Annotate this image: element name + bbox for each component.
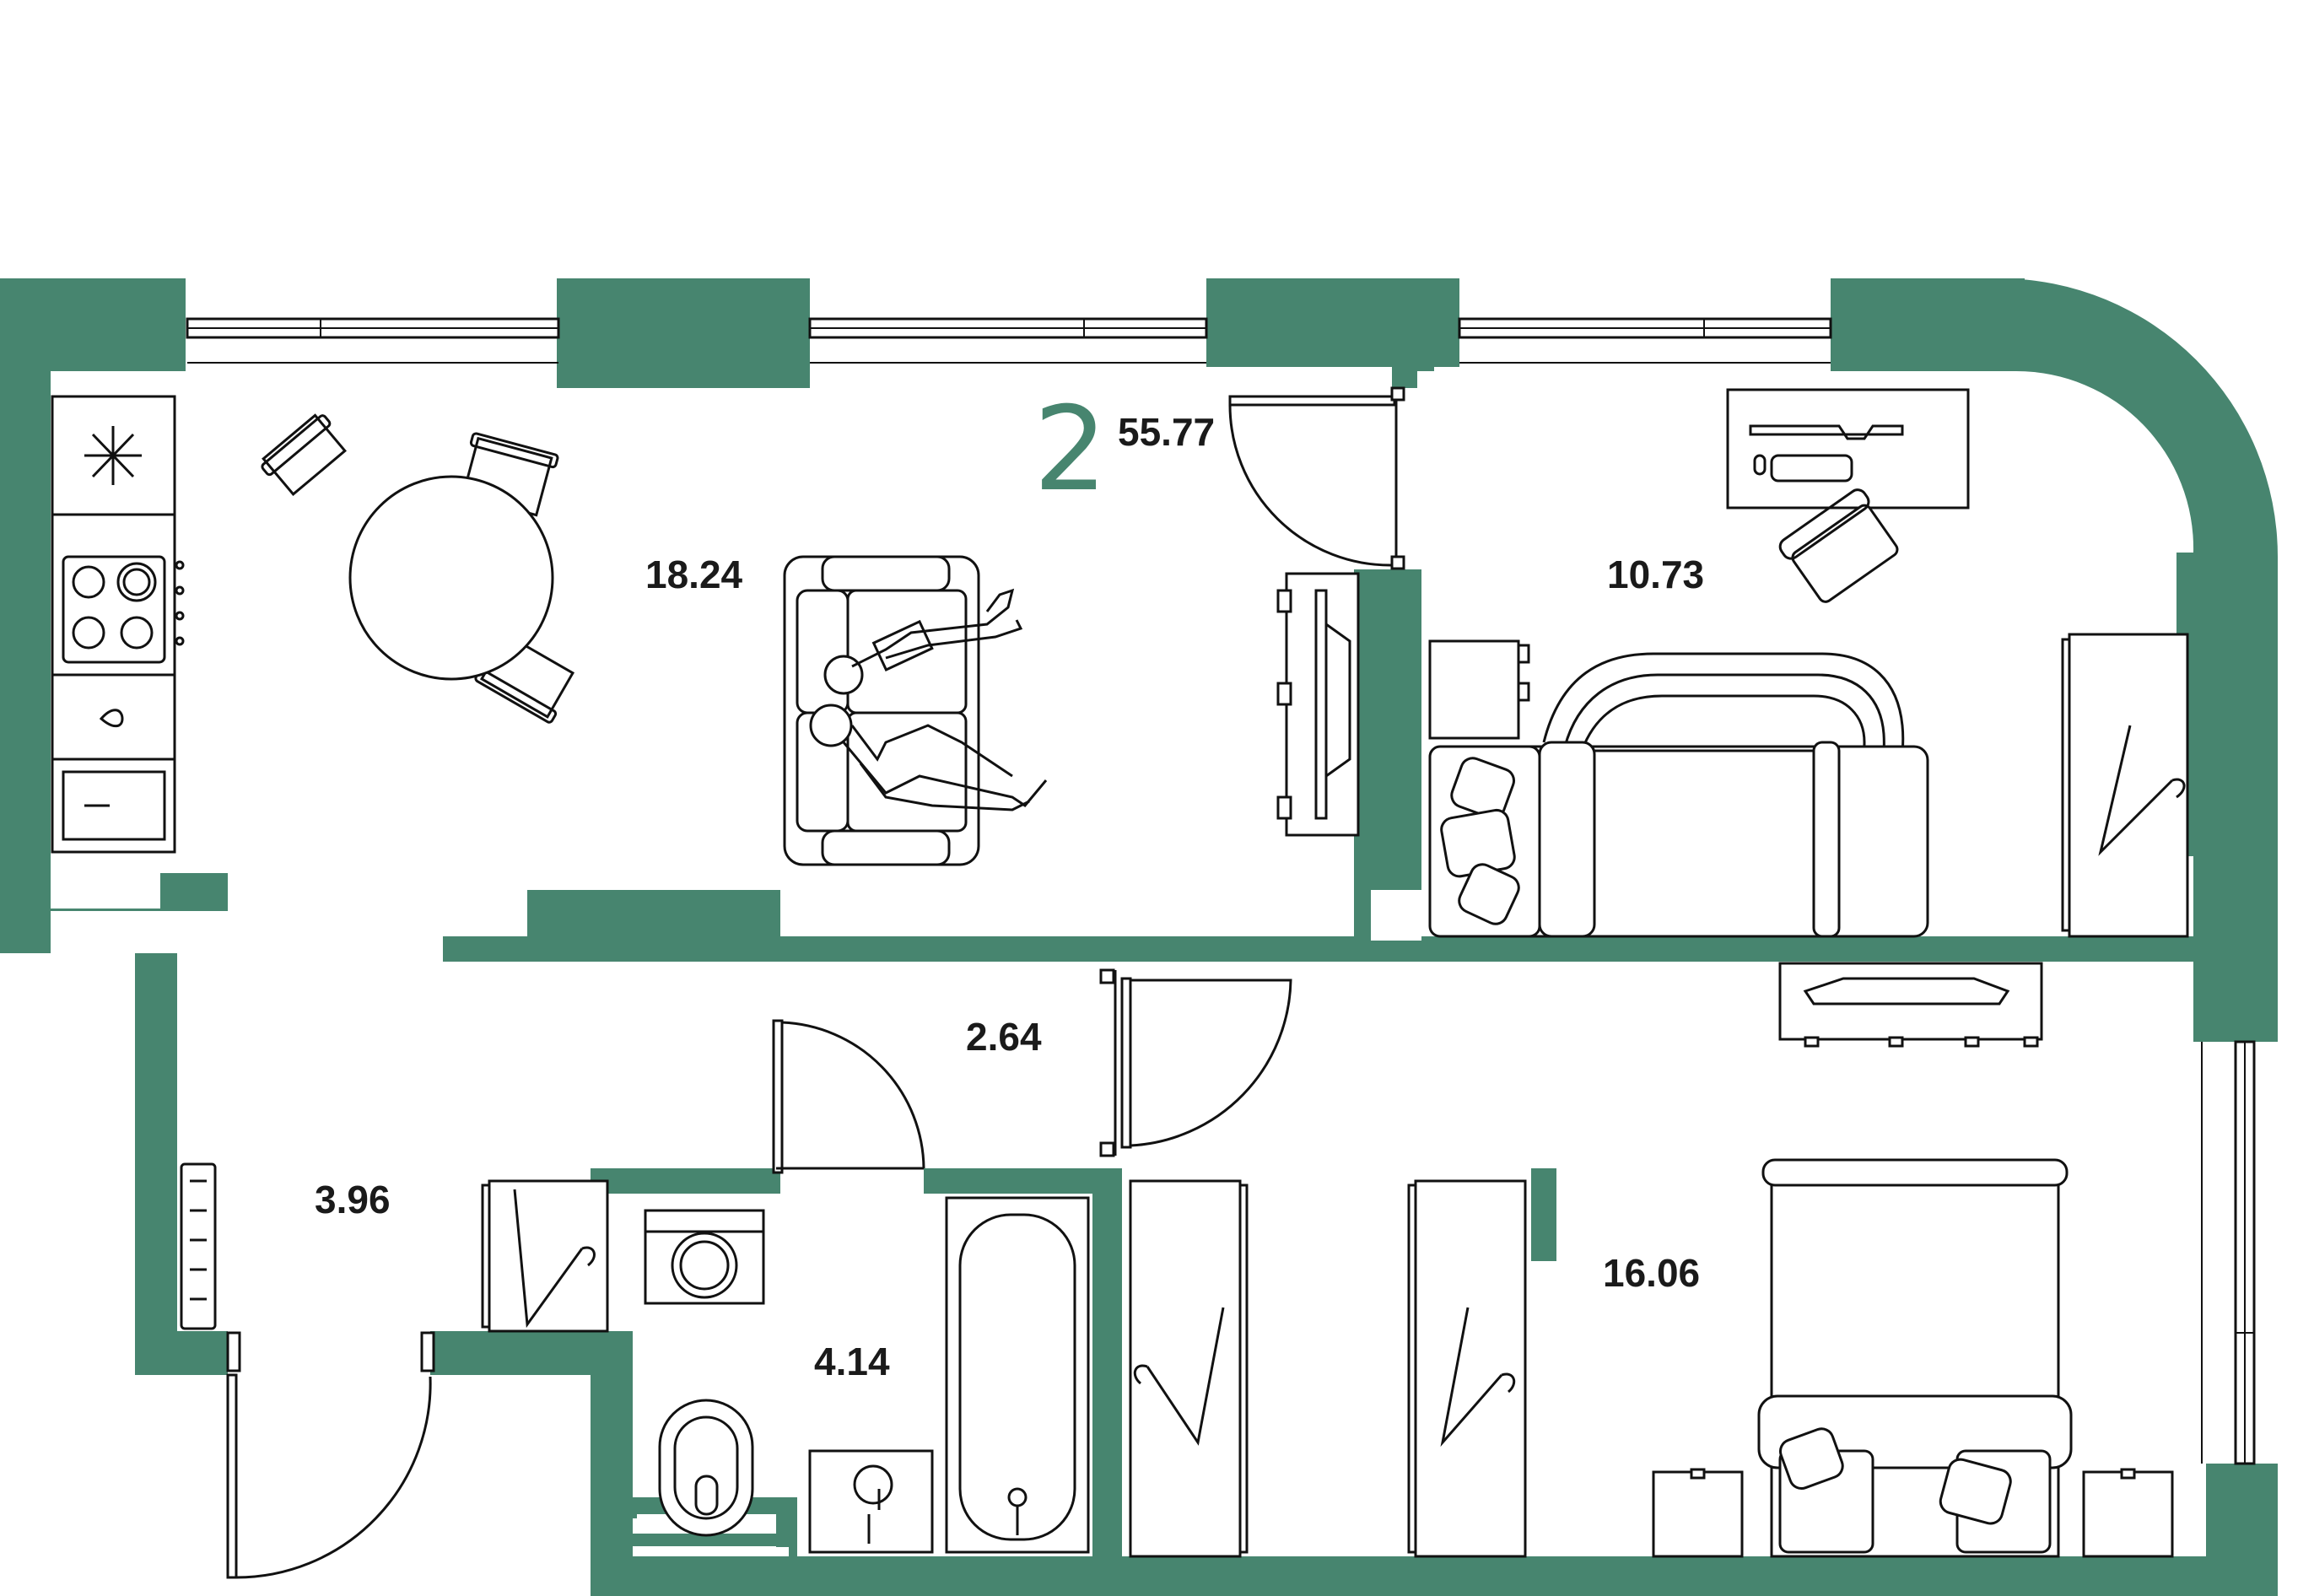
labels: 2 55.77 18.24 10.73 2.64 3.96 4.14 16.06 xyxy=(315,381,1704,1383)
window-top-1 xyxy=(186,317,560,364)
dining-table xyxy=(261,413,575,724)
wardrobe-corridor xyxy=(1129,1179,1249,1558)
wall-living-bump xyxy=(527,890,780,941)
wall-left-outer xyxy=(0,278,51,953)
total-area-label: 55.77 xyxy=(1118,410,1215,454)
wall-partition-top xyxy=(1396,278,1434,371)
area-label-corridor: 2.64 xyxy=(966,1015,1042,1059)
area-label-bathroom: 4.14 xyxy=(814,1340,890,1383)
kitchen-fridge xyxy=(51,395,176,516)
bathroom-sink xyxy=(808,1449,934,1554)
bathtub xyxy=(945,1196,1090,1554)
door-bedroom-small xyxy=(1228,386,1405,570)
desk xyxy=(1726,388,1970,603)
door-bathroom xyxy=(772,1019,925,1174)
washing-machine xyxy=(644,1209,765,1305)
door-bedroom-large xyxy=(1099,968,1292,1157)
wall-bath-niche-right xyxy=(776,1497,797,1556)
area-label-kitchen-living: 18.24 xyxy=(645,553,743,596)
area-label-hallway: 3.96 xyxy=(315,1178,391,1221)
kitchen-counter xyxy=(51,673,176,761)
sofa-living xyxy=(783,555,980,866)
wall-hallway-bottom xyxy=(135,1331,228,1375)
wall-bath-right xyxy=(1092,1168,1122,1596)
wall-hallway-left xyxy=(135,953,177,1375)
wall-bath-top-left xyxy=(591,1168,780,1194)
tv-unit-bedroom xyxy=(1778,962,2043,1048)
wall-left-top-block xyxy=(0,278,51,388)
toilet xyxy=(658,1399,754,1537)
area-label-bedroom-small: 10.73 xyxy=(1607,553,1704,596)
door-entrance xyxy=(226,1331,435,1579)
kitchen-stove xyxy=(51,513,185,677)
wall-curved-corner xyxy=(1831,278,2278,1042)
wall-entry-right xyxy=(430,1331,595,1375)
doors xyxy=(226,386,1405,1579)
sofa-bedroom-small xyxy=(1428,652,1929,938)
wall-bedroom-left-stub xyxy=(1531,1168,1556,1261)
tv-unit-living xyxy=(1276,572,1360,837)
wardrobe-small-bedroom xyxy=(2061,633,2189,938)
window-top-3 xyxy=(1458,317,1832,364)
room-count-label: 2 xyxy=(1033,381,1108,517)
wardrobe-hallway xyxy=(481,1179,609,1333)
wall-bath-niche-low xyxy=(633,1534,793,1546)
wall-bath-top-right xyxy=(924,1168,1105,1194)
wall-top-pier-1 xyxy=(557,278,810,388)
wall-entry-right-side xyxy=(591,1331,633,1596)
kitchen-sink xyxy=(51,758,176,854)
area-label-bedroom-large: 16.06 xyxy=(1603,1251,1700,1295)
wall-bath-bottom xyxy=(591,1556,2278,1596)
wardrobe-bedroom-left xyxy=(1407,1179,1527,1558)
windows xyxy=(186,317,2256,1465)
nightstands-large-bedroom xyxy=(1652,1468,2174,1558)
radiator xyxy=(180,1162,217,1330)
people-on-sofa xyxy=(809,588,1048,811)
walls xyxy=(0,278,2278,1596)
bed xyxy=(1757,1158,2073,1558)
window-top-2 xyxy=(808,317,1208,364)
nightstand-small-bedroom xyxy=(1428,639,1530,740)
window-right xyxy=(2201,1040,2256,1465)
wall-partition-cap xyxy=(1392,363,1417,388)
